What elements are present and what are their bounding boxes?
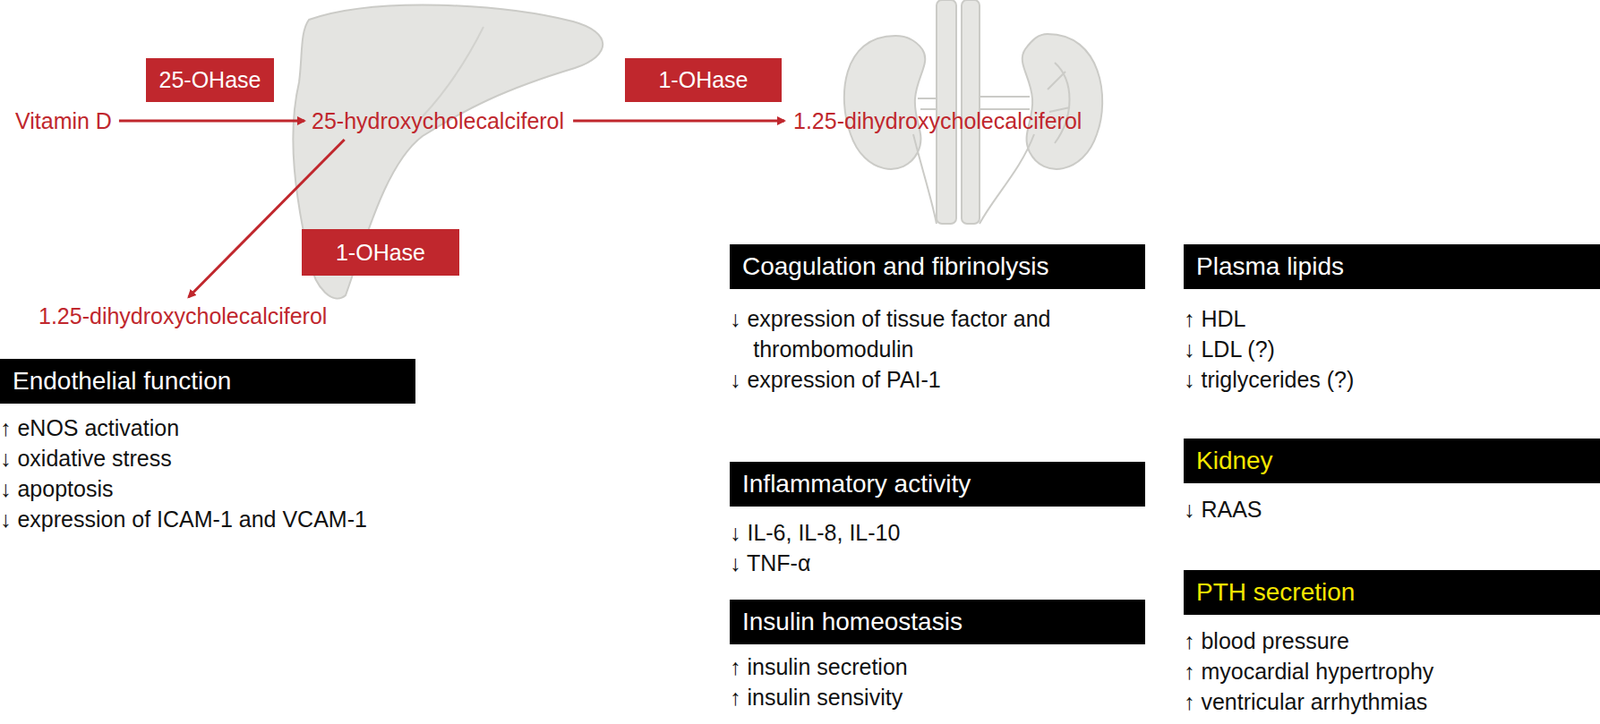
- enzyme-label: 25-OHase: [145, 58, 274, 103]
- effect-panel: Insulin homeostasis ↑ insulin secretion↑ …: [729, 599, 1152, 713]
- conversion-arrow: [119, 119, 305, 123]
- compound-name: 1.25-dihydroxycholecalciferol: [38, 302, 327, 330]
- effect-line: ↑ insulin secretion: [729, 651, 1152, 683]
- compound-name: Vitamin D: [15, 107, 112, 135]
- compound-node: Vitamin D: [15, 107, 112, 135]
- panel-heading: Inflammatory activity: [729, 462, 1146, 507]
- panel-heading: Plasma lipids: [1183, 244, 1600, 290]
- enzyme-label: 1-OHase: [624, 58, 782, 103]
- panel-heading: Kidney: [1183, 438, 1600, 484]
- effect-line: ↓ oxidative stress: [0, 443, 525, 474]
- conversion-arrow: [573, 119, 785, 123]
- panel-heading: Endothelial function: [0, 359, 416, 404]
- effect-line: ↑ HDL: [1183, 303, 1600, 334]
- panel-heading: Coagulation and fibrinolysis: [729, 244, 1146, 290]
- enzyme-label: 1-OHase: [301, 229, 460, 276]
- effect-line: ↓ expression of tissue factor and thromb…: [729, 303, 1152, 365]
- effect-line: ↓ LDL (?): [1183, 333, 1600, 365]
- effect-line: ↓ expression of ICAM-1 and VCAM-1: [0, 504, 525, 535]
- effect-line: ↓ expression of PAI-1: [729, 364, 1152, 395]
- effect-line: ↑ insulin sensivity: [729, 682, 1152, 713]
- effect-panel: Coagulation and fibrinolysis ↓ expression…: [729, 244, 1152, 395]
- effect-line: ↓ IL-6, IL-8, IL-10: [729, 517, 1152, 548]
- compound-node: 1.25-dihydroxycholecalciferol: [38, 302, 327, 330]
- effect-panel: Kidney ↓ RAAS: [1183, 438, 1600, 525]
- effect-line: ↓ TNF-α: [729, 547, 1152, 579]
- effect-line: ↑ eNOS activation: [0, 412, 525, 444]
- effect-line: ↓ triglycerides (?): [1183, 364, 1600, 395]
- effect-panel: Inflammatory activity ↓ IL-6, IL-8, IL-10…: [729, 462, 1152, 579]
- liver-illustration: [292, 5, 603, 300]
- compound-node: 1.25-dihydroxycholecalciferol: [793, 107, 1082, 135]
- effect-line: ↓ apoptosis: [0, 473, 525, 505]
- effect-panel: Plasma lipids ↑ HDL↓ LDL (?)↓ triglycerid…: [1183, 244, 1600, 395]
- effect-line: ↑ ventricular arrhythmias: [1183, 686, 1600, 718]
- effect-line: ↑ myocardial hypertrophy: [1183, 656, 1600, 687]
- effect-line: ↑ blood pressure: [1183, 625, 1600, 657]
- effect-line: ↓ RAAS: [1183, 494, 1600, 525]
- effect-panel: PTH secretion ↑ blood pressure↑ myocardia…: [1183, 570, 1600, 718]
- effect-panel: Endothelial function ↑ eNOS activation↓ o…: [0, 359, 525, 535]
- liver-lobe-line: [422, 26, 484, 117]
- compound-name: 1.25-dihydroxycholecalciferol: [793, 107, 1082, 135]
- compound-node: 25-hydroxycholecalciferol: [311, 107, 565, 135]
- compound-name: 25-hydroxycholecalciferol: [311, 107, 565, 135]
- panel-heading: PTH secretion: [1183, 570, 1600, 616]
- panel-heading: Insulin homeostasis: [729, 599, 1146, 645]
